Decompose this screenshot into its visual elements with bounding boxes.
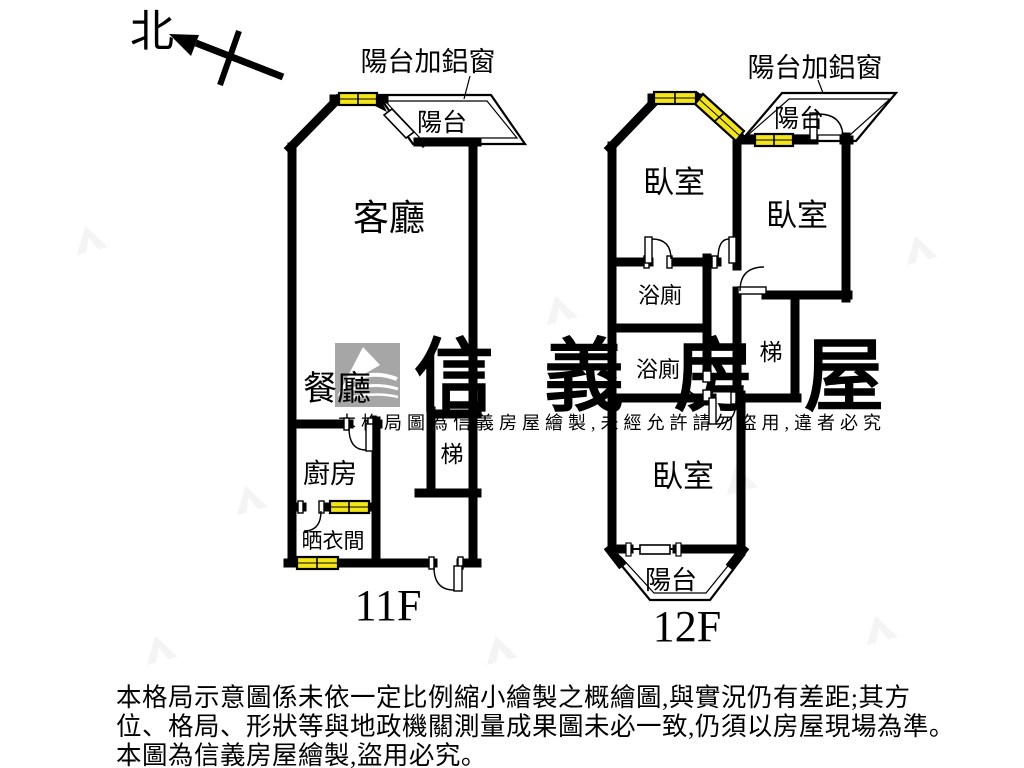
room-label-bedroom-top-left: 臥室 (643, 165, 705, 200)
disclaimer-line-2: 位、格局、形狀等與地政機關測量成果圖未必一致,仍須以房屋現場為準。 (116, 712, 955, 741)
walls-12f (603, 91, 854, 571)
window-bottom-11f (295, 555, 340, 571)
window-diagonal-12f (693, 92, 746, 143)
balcony-bottom-12f (611, 553, 746, 602)
disclaimer: 本格局示意圖係未依一定比例縮小繪製之概繪圖,與實況仍有差距;其方 位、格局、形狀… (116, 683, 955, 768)
north-arrow-icon (169, 34, 199, 56)
room-label-bath-lower: 浴廁 (636, 357, 680, 382)
floor-label-11f: 11F (355, 581, 422, 630)
room-label-laundry: 晒衣間 (302, 529, 365, 553)
room-label-bath-upper: 浴廁 (638, 283, 682, 308)
windows-12f (625, 90, 795, 557)
floor-11f-plan: 陽台加鋁窗 陽台 客廳 餐廳 廚房 晒衣間 梯 11F (283, 47, 528, 630)
balcony-window-label-11f: 陽台加鋁窗 (361, 47, 496, 77)
room-label-stairs-11f: 梯 (441, 442, 464, 467)
floor-12f-plan: 陽台加鋁窗 陽台 臥室 臥室 浴廁 浴廁 梯 臥室 陽台 12F (603, 53, 899, 651)
disclaimer-line-1: 本格局示意圖係未依一定比例縮小繪製之概繪圖,與實況仍有差距;其方 (116, 683, 910, 712)
door-leaf (728, 236, 737, 264)
door-leaf (644, 236, 653, 264)
door-arc (303, 510, 322, 532)
door-arc (739, 266, 765, 292)
window-kitchen-11f (328, 499, 371, 515)
sinyi-logo-icon (335, 343, 400, 407)
windows-11f (295, 91, 379, 571)
north-label: 北 (130, 7, 174, 56)
slide-arrow-icon (413, 139, 433, 148)
door-arc (651, 238, 672, 260)
door-arc (817, 113, 844, 139)
door-leaf (365, 423, 374, 452)
room-label-bedroom-right: 臥室 (766, 198, 828, 233)
labels-11f: 陽台加鋁窗 陽台 客廳 餐廳 廚房 晒衣間 梯 11F (302, 47, 496, 630)
walls-11f (283, 93, 482, 568)
door-leaf (737, 286, 767, 295)
balcony-window-label-12f: 陽台加鋁窗 (748, 53, 883, 83)
door-leaf (809, 112, 818, 141)
door-arc (717, 238, 730, 260)
room-label-stairs-12f: 梯 (760, 340, 783, 365)
window-bedroom-right-12f (753, 132, 795, 148)
door-arc (348, 427, 367, 451)
brand-watermark: 信義房屋 本格局圖為信義房屋繪製,未經允許請勿盜用,違者必究 (335, 334, 934, 433)
room-label-balcony-top-12f: 陽台 (774, 105, 824, 133)
room-label-kitchen: 廚房 (303, 459, 357, 489)
door-leaf (708, 397, 717, 425)
label-leader-line (817, 79, 824, 94)
disclaimer-line-3: 本圖為信義房屋繪製,盜用必究。 (116, 741, 487, 768)
room-label-balcony-bottom-12f: 陽台 (645, 566, 697, 595)
doors-12f (643, 112, 844, 425)
door-arc (433, 566, 455, 591)
north-arrow-cross (217, 30, 242, 86)
room-label-bedroom-bottom: 臥室 (652, 459, 714, 494)
north-arrow-shaft (194, 39, 285, 81)
labels-12f: 陽台加鋁窗 陽台 臥室 臥室 浴廁 浴廁 梯 臥室 陽台 12F (636, 53, 883, 651)
door-leaf (453, 565, 463, 592)
door-arc (715, 400, 737, 425)
label-leader-line (463, 75, 471, 100)
room-label-balcony-11f: 陽台 (417, 109, 467, 137)
window-top-12f (652, 90, 698, 106)
brand-watermark-text: 信義房屋 (414, 334, 934, 422)
compass: 北 (130, 7, 285, 86)
room-label-dining: 餐廳 (303, 370, 371, 408)
window-top-11f (337, 91, 379, 107)
photo-watermark-tiles (76, 225, 938, 666)
room-label-living: 客廳 (353, 198, 425, 238)
floor-label-12f: 12F (653, 602, 721, 651)
window-bottom-12f (625, 542, 682, 557)
door-arc (683, 373, 704, 397)
doors-11f (297, 417, 464, 592)
